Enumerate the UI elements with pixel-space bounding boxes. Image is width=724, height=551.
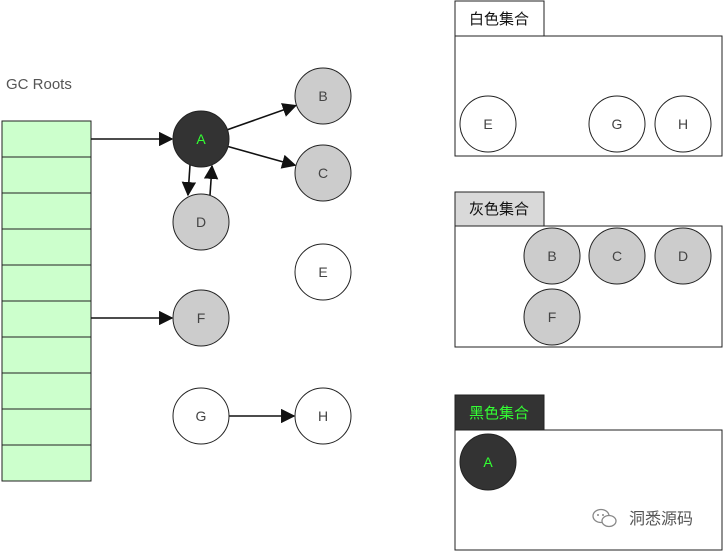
gray-set-members: B C D F xyxy=(523,227,712,346)
black-set-panel: 黑色集合 A xyxy=(454,394,723,551)
object-graph: A B C D E F G H xyxy=(172,67,352,445)
wechat-icon xyxy=(592,508,617,528)
gc-roots-stack xyxy=(1,120,92,482)
gc-root-slot xyxy=(1,264,92,302)
white-set-node-e: E xyxy=(459,95,517,153)
gray-set-panel: 灰色集合 B C D F xyxy=(454,191,723,348)
gc-root-slot xyxy=(1,156,92,194)
gray-set-tab xyxy=(454,191,545,227)
node-g-label: G xyxy=(196,408,207,424)
edge-a-to-d xyxy=(181,164,197,197)
node-b-label: B xyxy=(318,88,327,104)
gc-root-slot xyxy=(1,408,92,446)
node-d-label: D xyxy=(196,214,206,230)
gray-set-node-c-label: C xyxy=(612,248,622,264)
gc-root-slot xyxy=(1,444,92,482)
watermark: 洞悉源码 xyxy=(592,508,693,528)
black-set-title: 黑色集合 xyxy=(469,405,529,422)
gc-roots-label: GC Roots xyxy=(6,76,72,93)
gray-set-node-d-label: D xyxy=(678,248,688,264)
node-a-label: A xyxy=(196,131,206,147)
gc-root-slot xyxy=(1,228,92,266)
gc-root-slot xyxy=(1,336,92,374)
node-c: C xyxy=(294,144,352,202)
gc-root-slot xyxy=(1,192,92,230)
node-e-label: E xyxy=(318,264,327,280)
edge-a-to-c xyxy=(227,145,297,169)
edge-d-to-a xyxy=(203,164,219,196)
node-c-label: C xyxy=(318,165,328,181)
node-e: E xyxy=(294,243,352,301)
white-set-node-h: H xyxy=(654,95,712,153)
gc-root-slot xyxy=(1,120,92,158)
gc-root-slot xyxy=(1,372,92,410)
white-set-panel: 白色集合 E G H xyxy=(454,0,723,157)
white-set-tab xyxy=(454,0,545,37)
reference-edges xyxy=(91,103,298,424)
gray-set-node-b-label: B xyxy=(547,248,556,264)
node-f-label: F xyxy=(197,310,206,326)
gray-set-title: 灰色集合 xyxy=(469,201,529,218)
watermark-text: 洞悉源码 xyxy=(629,510,693,528)
gray-set-node-c: C xyxy=(588,227,646,285)
black-set-node-a: A xyxy=(459,433,517,491)
gray-set-node-b: B xyxy=(523,227,581,285)
white-set-node-h-label: H xyxy=(678,116,688,132)
node-b: B xyxy=(294,67,352,125)
gray-set-node-f-label: F xyxy=(548,309,557,325)
gray-set-node-f: F xyxy=(523,288,581,346)
edge-a-to-b xyxy=(227,103,298,131)
white-set-node-g: G xyxy=(588,95,646,153)
node-h: H xyxy=(294,387,352,445)
node-a: A xyxy=(172,110,230,168)
node-g: G xyxy=(172,387,230,445)
black-set-tab xyxy=(454,394,545,431)
gc-root-slot xyxy=(1,300,92,338)
black-set-members: A xyxy=(459,433,517,491)
node-f: F xyxy=(172,289,230,347)
white-set-title: 白色集合 xyxy=(469,11,529,28)
gray-set-node-d: D xyxy=(654,227,712,285)
node-d: D xyxy=(172,193,230,251)
node-h-label: H xyxy=(318,408,328,424)
white-set-node-g-label: G xyxy=(612,116,623,132)
white-set-node-e-label: E xyxy=(483,116,492,132)
black-set-node-a-label: A xyxy=(483,454,493,470)
